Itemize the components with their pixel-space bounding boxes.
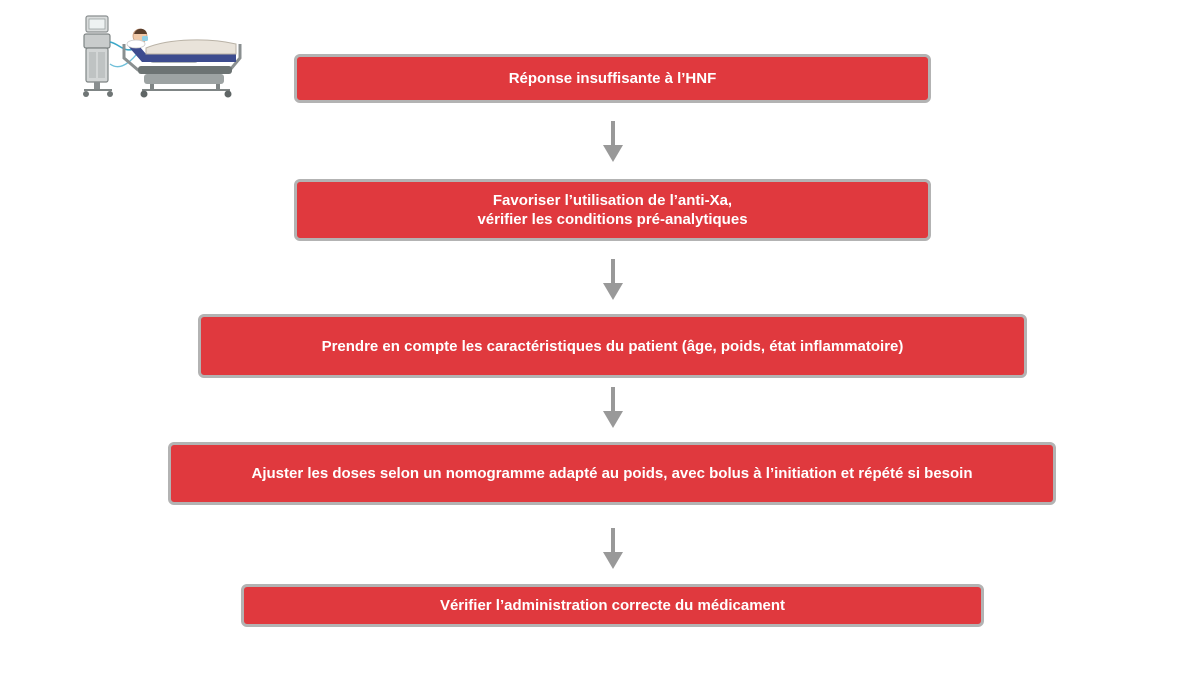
step-text-line-2: vérifier les conditions pré-analytiques — [477, 211, 748, 228]
step-text: Réponse insuffisante à l’HNF — [508, 70, 717, 87]
step-text: Vérifier l’administration correcte du mé… — [439, 597, 786, 614]
step-text: Prendre en compte les caractéristiques d… — [321, 337, 904, 355]
hospital-bed-ventilator-icon — [83, 15, 242, 98]
arrow-down-icon — [603, 387, 623, 428]
step-text: Ajuster les doses selon un nomogramme ad… — [251, 465, 973, 482]
flowchart-step-4: Ajuster les doses selon un nomogramme ad… — [168, 442, 1056, 505]
flowchart-step-5: Vérifier l’administration correcte du mé… — [241, 584, 984, 627]
arrow-down-icon — [603, 528, 623, 569]
flowchart-step-1: Réponse insuffisante à l’HNF — [294, 54, 931, 103]
flowchart-step-3: Prendre en compte les caractéristiques d… — [198, 314, 1027, 378]
step-text-line-1: Favoriser l’utilisation de l’anti-Xa, — [492, 192, 733, 209]
flowchart-step-2: Favoriser l’utilisation de l’anti-Xa, vé… — [294, 179, 931, 241]
arrow-down-icon — [603, 259, 623, 300]
arrow-down-icon — [603, 121, 623, 162]
